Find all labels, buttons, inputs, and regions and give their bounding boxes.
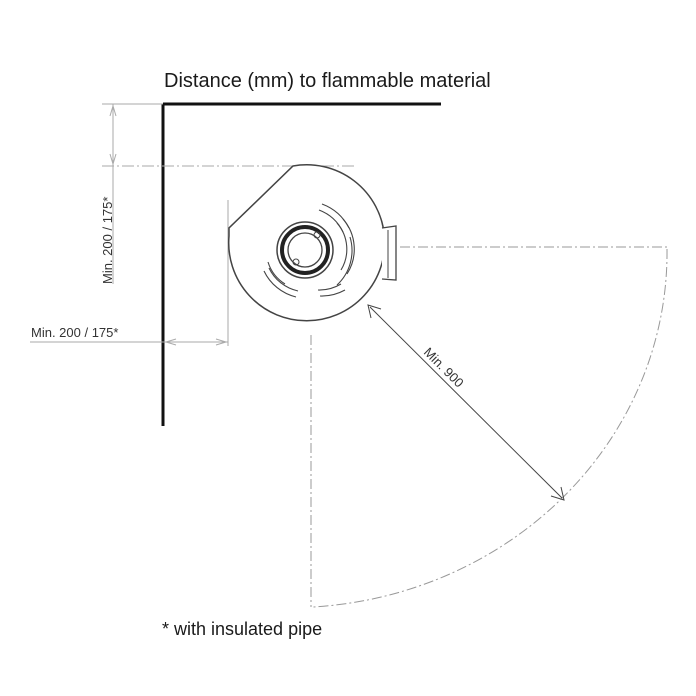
front-clearance-label: Min. 900 <box>421 345 467 391</box>
diagram-title: Distance (mm) to flammable material <box>164 70 491 92</box>
dim-line-diagonal <box>369 306 563 499</box>
side-clearance-dimension: Min. 200 / 175* <box>30 200 229 346</box>
vent-slot <box>342 218 355 275</box>
arrow-up <box>109 104 117 117</box>
flue-ring-thick <box>280 225 330 275</box>
arrow-right <box>215 338 228 346</box>
flue-bolt-bottom <box>292 258 300 266</box>
front-clearance-dimension: Min. 900 <box>367 304 565 501</box>
stove-body <box>227 164 386 322</box>
rear-clearance-dimension: Min. 200 / 175* <box>100 103 355 284</box>
arrow-stove-end <box>367 304 382 319</box>
stove-door-handle <box>381 225 397 281</box>
vent-slot <box>336 222 348 271</box>
zone-arc <box>312 248 668 608</box>
vent-slot <box>319 289 346 297</box>
flue-ring-outer <box>276 221 334 279</box>
flue-bolt-top <box>313 231 321 239</box>
rear-clearance-label: Min. 200 / 175* <box>100 197 115 284</box>
arrow-left <box>164 338 177 346</box>
stove <box>227 164 397 322</box>
side-clearance-label: Min. 200 / 175* <box>31 325 118 340</box>
wall-corner <box>161 102 441 426</box>
footnote: * with insulated pipe <box>162 619 323 639</box>
arrow-down <box>109 153 117 166</box>
vent-slots <box>263 203 355 298</box>
vent-slot <box>336 236 353 286</box>
vent-slot <box>317 283 342 291</box>
arrow-arc-end <box>550 486 565 501</box>
vent-slot <box>267 261 286 285</box>
vent-slot <box>263 270 297 298</box>
flue-outlet <box>276 221 334 279</box>
front-clearance-zone <box>310 246 668 608</box>
vent-slot <box>268 267 299 292</box>
flue-ring-inner <box>287 232 323 268</box>
